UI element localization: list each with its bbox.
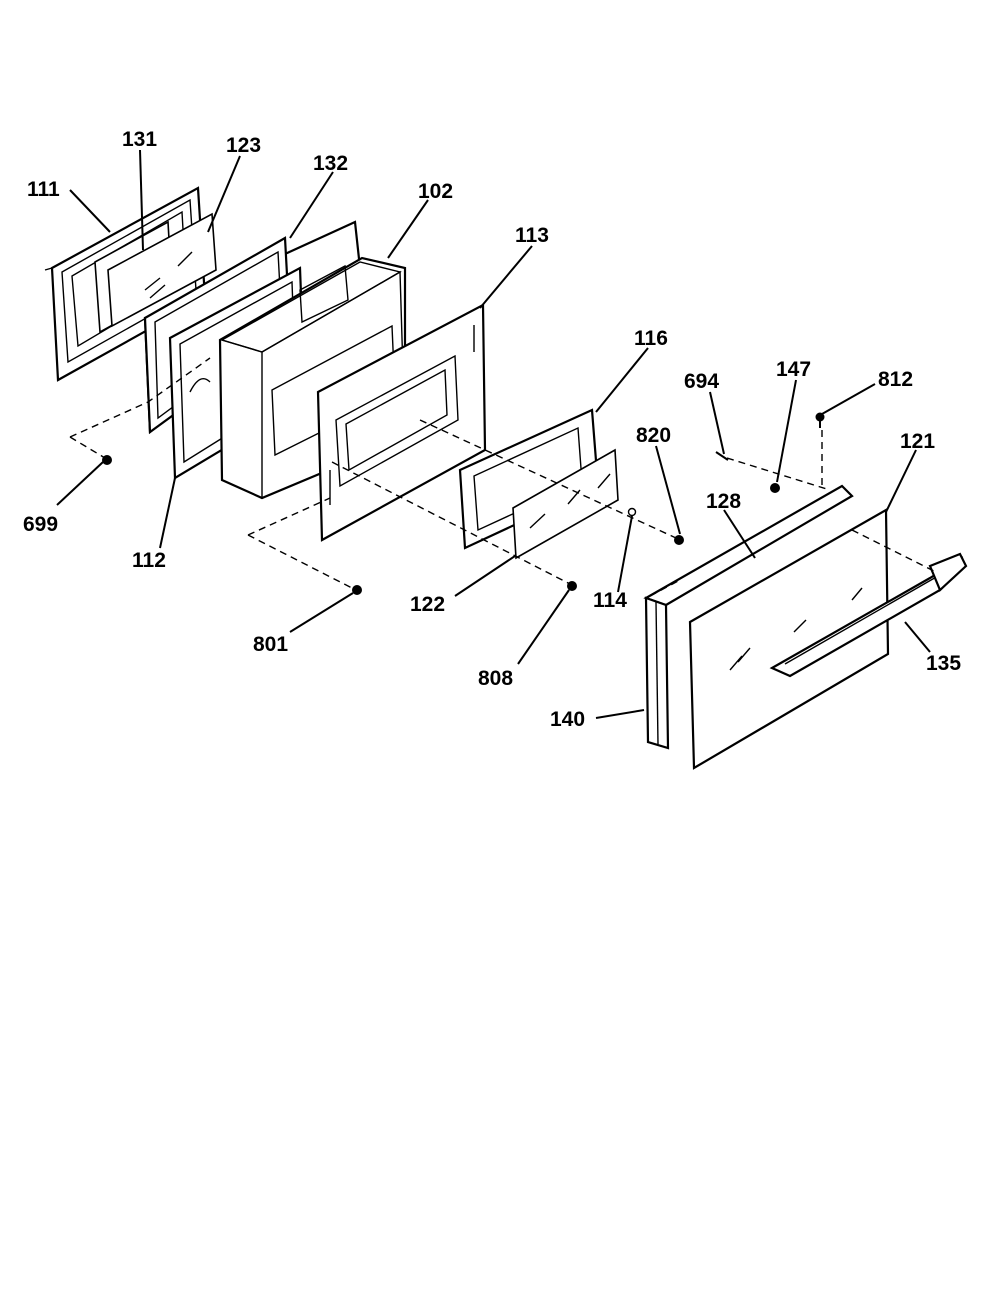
label-132: 132 <box>313 152 348 175</box>
part-812-screw <box>815 412 825 428</box>
part-694-screw <box>715 451 729 461</box>
label-147: 147 <box>776 358 811 381</box>
part-820-screw <box>674 535 684 545</box>
label-140: 140 <box>550 708 585 731</box>
label-820: 820 <box>636 424 671 447</box>
part-123-glass-pane <box>107 212 217 328</box>
label-112: 112 <box>132 549 166 572</box>
leader-lines <box>56 149 931 719</box>
label-812: 812 <box>878 368 913 391</box>
part-labels: 111 131 123 132 102 113 116 694 147 812 … <box>23 128 961 731</box>
part-801-screw <box>352 585 362 595</box>
label-114: 114 <box>593 589 627 612</box>
label-102: 102 <box>418 180 453 203</box>
part-114-clip <box>627 507 637 517</box>
part-121-outer-door-glass <box>688 508 890 770</box>
label-122: 122 <box>410 593 445 616</box>
part-140-outer-door-frame <box>643 484 854 750</box>
part-135-door-handle <box>769 552 968 678</box>
label-801: 801 <box>253 633 288 656</box>
label-694: 694 <box>684 370 719 393</box>
label-116: 116 <box>634 327 668 350</box>
label-131: 131 <box>122 128 157 151</box>
label-135: 135 <box>926 652 961 675</box>
label-123: 123 <box>226 134 261 157</box>
label-808: 808 <box>478 667 513 690</box>
part-147-nut <box>770 483 780 493</box>
assembly-lines <box>69 357 937 597</box>
label-128: 128 <box>706 490 741 513</box>
label-121: 121 <box>900 430 935 453</box>
part-113-inner-door-panel <box>316 303 487 542</box>
label-111: 111 <box>27 178 60 201</box>
label-699: 699 <box>23 513 58 536</box>
label-113: 113 <box>515 224 549 247</box>
